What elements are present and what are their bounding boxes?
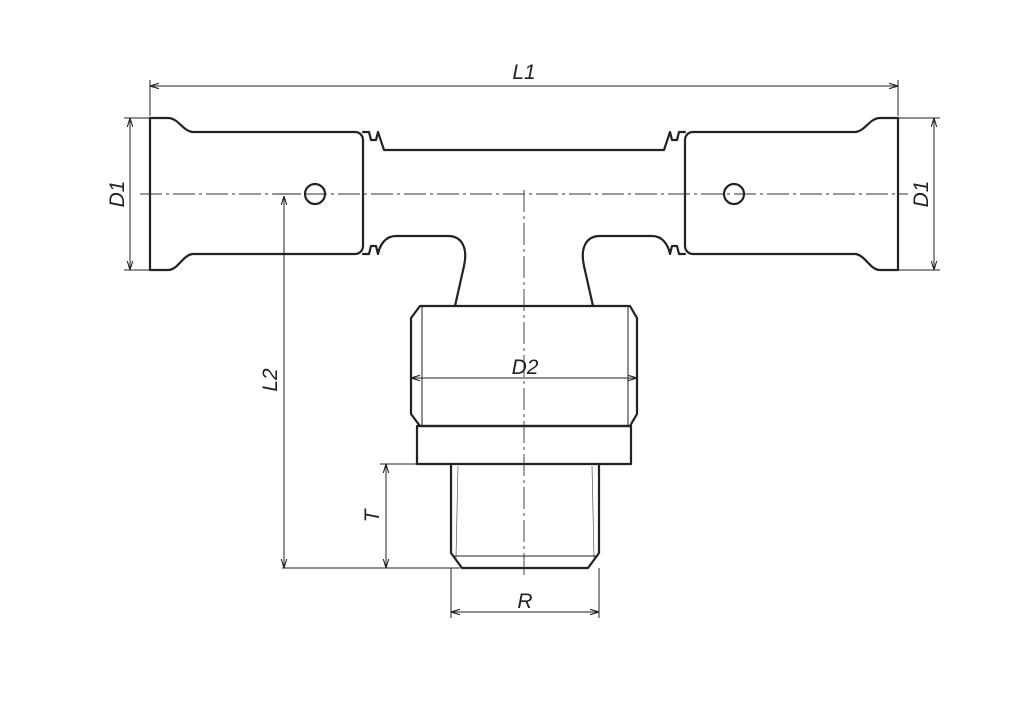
dimension-label-l2: L2 [259,368,282,392]
dimension-l2: L2 [259,193,460,569]
dimension-label-d1-right: D1 [910,181,933,208]
center-lines [140,190,908,578]
dimension-d1-left: D1 [106,117,150,271]
body-lower-right [581,234,687,308]
left-press-sleeve [148,116,365,272]
dimension-label-t: T [361,507,384,522]
dimension-r: R [450,568,600,618]
body-top-edge [361,130,687,152]
dimension-d1-right: D1 [898,117,940,271]
body-lower-left [361,234,467,308]
right-press-sleeve [683,116,900,272]
dimension-t: T [361,463,451,568]
dimension-label-r: R [517,590,532,613]
dimension-l1: L1 [149,61,899,116]
dimension-d2: D2 [411,356,637,379]
threaded-spigot [449,462,601,570]
dimension-label-d1-left: D1 [106,181,129,208]
dimension-label-d2: D2 [512,356,539,379]
dimension-label-l1: L1 [512,61,535,84]
